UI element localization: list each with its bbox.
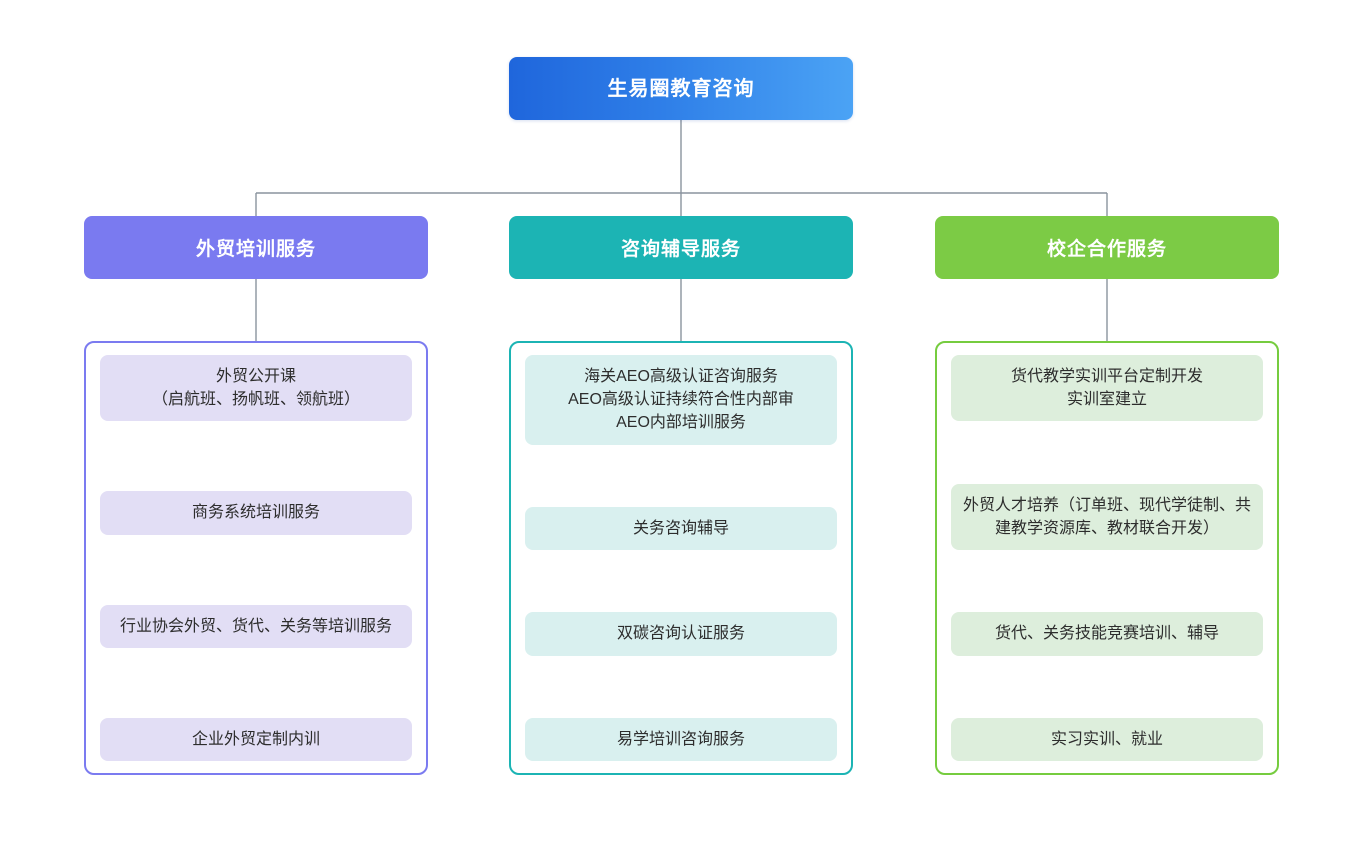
root-node[interactable]: 生易圈教育咨询	[509, 57, 853, 120]
leaf-item[interactable]: 关务咨询辅导	[525, 506, 837, 551]
leaf-item[interactable]: 双碳咨询认证服务	[525, 612, 837, 656]
branch-column-0: 外贸培训服务 外贸公开课 （启航班、扬帆班、领航班） 商务系统培训服务 行业协会…	[84, 216, 428, 775]
branch-column-1: 咨询辅导服务 海关AEO高级认证咨询服务 AEO高级认证持续符合性内部审 AEO…	[509, 216, 853, 775]
branch-column-2: 校企合作服务 货代教学实训平台定制开发 实训室建立 外贸人才培养（订单班、现代学…	[935, 216, 1279, 775]
leaf-item[interactable]: 货代教学实训平台定制开发 实训室建立	[951, 355, 1263, 422]
leaf-item[interactable]: 外贸人才培养（订单班、现代学徒制、共建教学资源库、教材联合开发）	[951, 483, 1263, 551]
leaf-item[interactable]: 企业外贸定制内训	[100, 717, 412, 761]
branch-items-container-0: 外贸公开课 （启航班、扬帆班、领航班） 商务系统培训服务 行业协会外贸、货代、关…	[84, 341, 428, 775]
branch-header-2[interactable]: 校企合作服务	[935, 216, 1279, 279]
root-node-label: 生易圈教育咨询	[607, 77, 755, 100]
leaf-item[interactable]: 实习实训、就业	[951, 717, 1263, 761]
branch-header-label-0: 外贸培训服务	[195, 239, 316, 260]
branch-header-1[interactable]: 咨询辅导服务	[509, 216, 853, 279]
branch-items-container-2: 货代教学实训平台定制开发 实训室建立 外贸人才培养（订单班、现代学徒制、共建教学…	[935, 341, 1279, 775]
branch-header-label-1: 咨询辅导服务	[620, 239, 741, 260]
leaf-item[interactable]: 商务系统培训服务	[100, 491, 412, 535]
leaf-item[interactable]: 行业协会外贸、货代、关务等培训服务	[100, 604, 412, 648]
leaf-item[interactable]: 外贸公开课 （启航班、扬帆班、领航班）	[100, 355, 412, 422]
branch-header-0[interactable]: 外贸培训服务	[84, 216, 428, 279]
leaf-item[interactable]: 海关AEO高级认证咨询服务 AEO高级认证持续符合性内部审 AEO内部培训服务	[525, 355, 837, 445]
branch-items-container-1: 海关AEO高级认证咨询服务 AEO高级认证持续符合性内部审 AEO内部培训服务 …	[509, 341, 853, 775]
leaf-item[interactable]: 易学培训咨询服务	[525, 717, 837, 761]
leaf-item[interactable]: 货代、关务技能竞赛培训、辅导	[951, 612, 1263, 656]
branch-header-label-2: 校企合作服务	[1046, 239, 1167, 260]
